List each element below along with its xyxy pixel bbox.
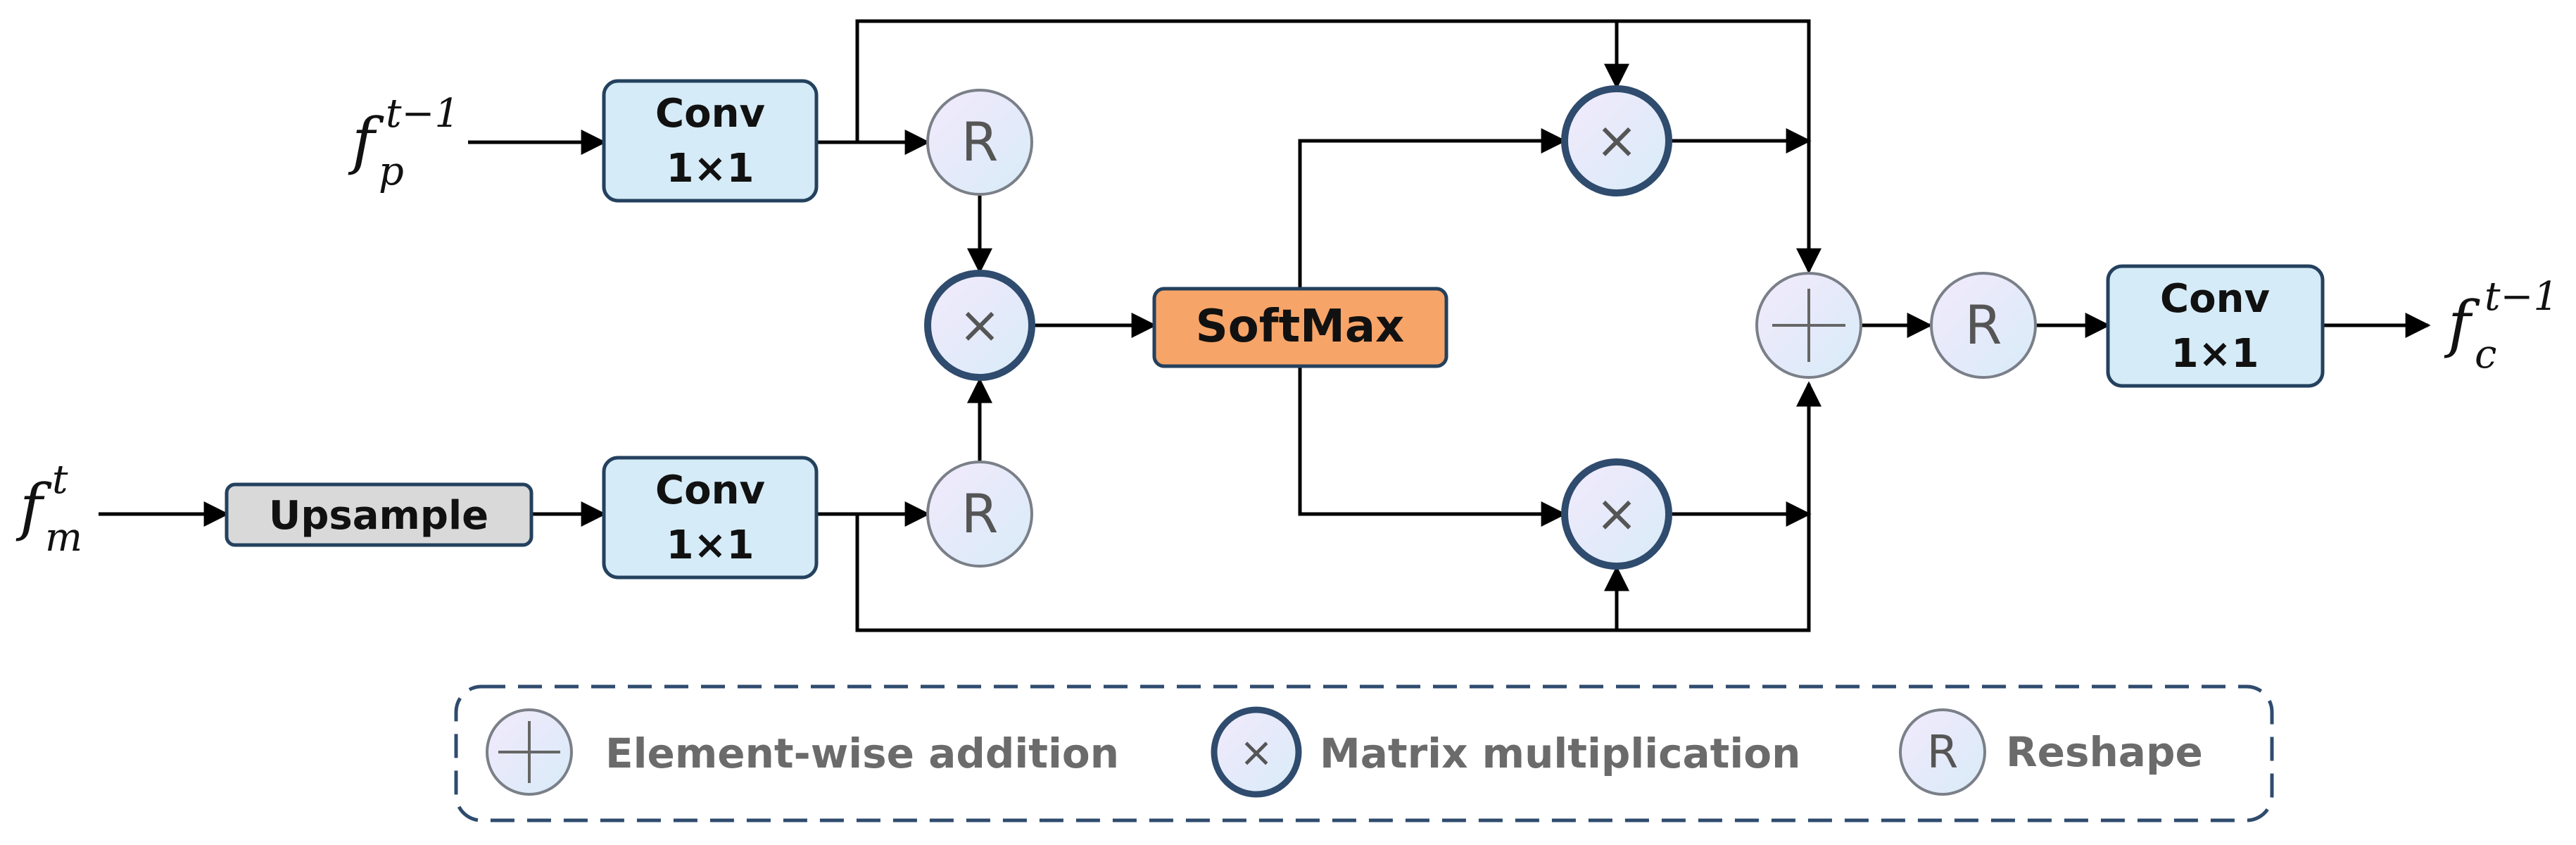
arrow-softmax-to-mul-top <box>1298 128 1567 296</box>
conv-top-block: Conv 1×1 <box>602 79 819 203</box>
fm-sub: m <box>45 515 82 561</box>
legend-multiplication-label: Matrix multiplication <box>1320 730 1800 777</box>
legend-reshape-circle <box>1899 708 1986 796</box>
addition-node <box>1755 272 1862 379</box>
multiply-bottom-symbol: × <box>1596 484 1638 543</box>
multiply-center-symbol: × <box>959 295 1001 354</box>
fc-sub: c <box>2475 332 2496 377</box>
legend-multiply-circle <box>1211 706 1302 798</box>
fp-sup: t−1 <box>386 91 460 137</box>
legend-addition-item: Element-wise addition <box>486 708 1119 796</box>
reshape-bottom-symbol: R <box>961 482 999 545</box>
fc-sup: t−1 <box>2485 274 2558 320</box>
reshape-node-top: R <box>926 89 1033 196</box>
arrow-softmax-to-mul-bottom <box>1298 355 1567 527</box>
conv-out-kernel: 1×1 <box>2171 331 2259 377</box>
conv-top-label: Conv <box>655 91 765 137</box>
legend-reshape-symbol: R <box>1927 727 1958 779</box>
softmax-label: SoftMax <box>1196 301 1405 353</box>
legend-reshape-item: R Reshape <box>1899 708 2203 796</box>
reshape-node-output: R <box>1930 272 2037 379</box>
fm-sup: t <box>52 457 68 503</box>
arrow-bottom-bypass <box>855 381 1821 632</box>
connections <box>99 19 2431 632</box>
multiply-node-top: × <box>1561 85 1672 196</box>
input-fp-label: f p t−1 <box>348 91 460 194</box>
legend: Element-wise addition × Matrix multiplic… <box>454 684 2274 822</box>
conv-bottom-label: Conv <box>655 468 765 513</box>
reshape-top-symbol: R <box>961 111 999 173</box>
upsample-block: Upsample <box>225 482 533 547</box>
legend-reshape-label: Reshape <box>2006 728 2203 776</box>
multiply-top-symbol: × <box>1596 111 1638 170</box>
reshape-output-symbol: R <box>1965 294 2002 356</box>
legend-multiplication-item: × Matrix multiplication <box>1211 706 1800 798</box>
multiply-node-bottom: × <box>1561 458 1672 570</box>
conv-bottom-kernel: 1×1 <box>667 522 755 568</box>
conv-out-label: Conv <box>2160 276 2270 322</box>
legend-addition-label: Element-wise addition <box>605 730 1119 777</box>
input-fm-label: f m t <box>15 457 82 561</box>
conv-out-block: Conv 1×1 <box>2106 264 2325 388</box>
conv-top-kernel: 1×1 <box>667 146 755 192</box>
output-fc-label: f c t−1 <box>2444 274 2558 377</box>
multiply-node-center: × <box>924 270 1035 381</box>
reshape-node-bottom: R <box>926 461 1033 568</box>
upsample-label: Upsample <box>269 493 488 539</box>
conv-bottom-block: Conv 1×1 <box>602 456 819 580</box>
legend-border <box>454 684 2274 822</box>
softmax-block: SoftMax <box>1152 287 1448 368</box>
legend-multiply-symbol: × <box>1239 728 1274 776</box>
fp-sub: p <box>379 149 404 194</box>
